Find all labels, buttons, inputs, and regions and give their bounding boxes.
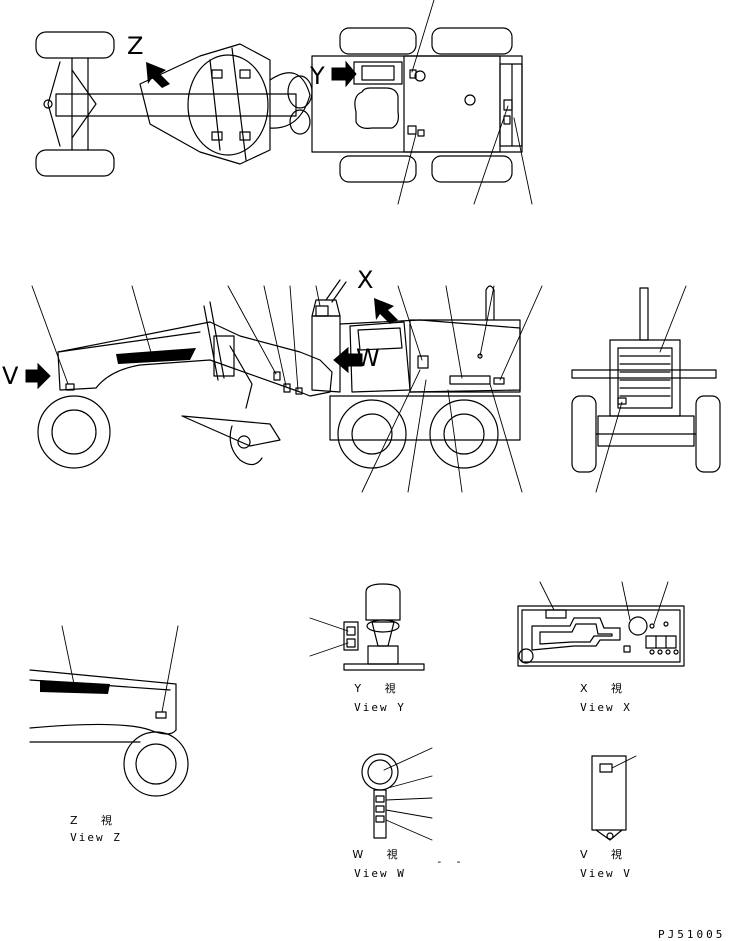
detail-view-w <box>361 747 433 841</box>
detail-view-z <box>29 625 189 797</box>
rear-view <box>571 285 721 493</box>
caption-view-w-jp: W 視 <box>352 848 408 861</box>
dash-marks: - - <box>436 855 465 868</box>
caption-view-z-jp: Z 視 <box>69 814 123 827</box>
detail-view-x <box>517 581 685 667</box>
caption-view-z: View Z <box>70 831 122 844</box>
caption-view-x-jp: X 視 <box>579 682 633 695</box>
view-marker-v: V <box>2 362 19 390</box>
view-marker-x: X <box>357 266 374 294</box>
view-marker-y: Y <box>310 62 325 90</box>
caption-view-v: View V <box>580 867 632 880</box>
caption-view-y: View Y <box>354 701 406 714</box>
side-view <box>25 279 543 493</box>
detail-view-y <box>309 583 425 671</box>
drawing-code: PJ51005 <box>658 928 726 941</box>
detail-view-v <box>591 755 637 841</box>
view-marker-z: Z <box>127 32 144 60</box>
top-view <box>35 0 533 205</box>
caption-view-x: View X <box>580 701 632 714</box>
caption-view-y-jp: Y 視 <box>354 682 406 695</box>
caption-view-v-jp: V 視 <box>579 848 633 861</box>
caption-view-w: View W <box>354 867 406 880</box>
view-marker-w: W <box>356 344 380 372</box>
